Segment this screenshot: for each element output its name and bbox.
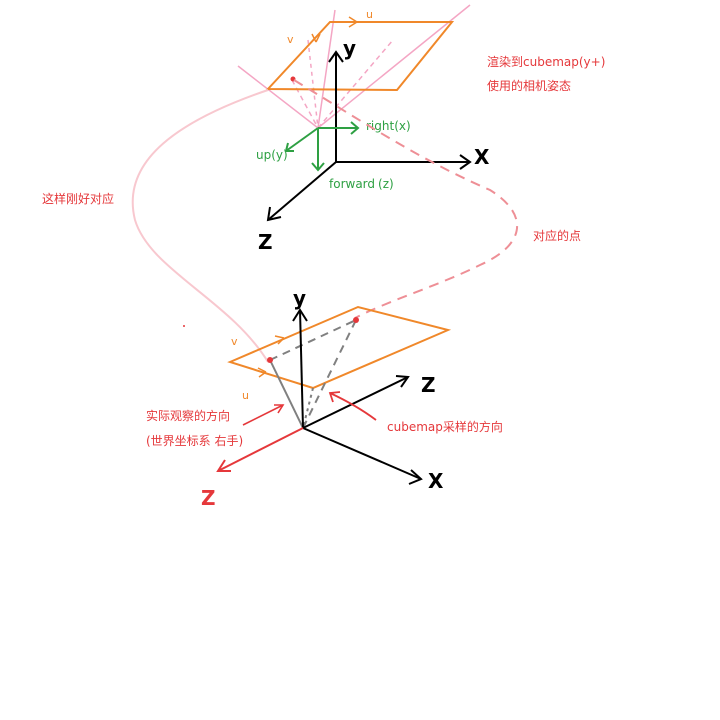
- bottom-dashed-gray-lines: [269, 319, 357, 429]
- bottom-z-axis-red: [217, 427, 304, 472]
- right-axis-label: right(x): [366, 119, 411, 133]
- observed-direction-line: [269, 359, 304, 429]
- bottom-axis-z-front-label: Z: [201, 486, 216, 510]
- stray-dot: [183, 325, 185, 327]
- top-pink-projection-lines: [237, 4, 471, 129]
- bottom-axis-z-back-label: Z: [421, 373, 436, 397]
- cubemap-title-line1: 渲染到cubemap(y+): [487, 54, 605, 69]
- bottom-world-axes: [292, 308, 423, 485]
- top-axis-y-label: y: [343, 36, 356, 60]
- top-label-u: u: [366, 8, 373, 21]
- bottom-axis-y-label: y: [293, 286, 306, 310]
- bottom-right-point: [353, 317, 359, 323]
- bottom-label-u: u: [242, 389, 249, 402]
- right-correspondence-note: 对应的点: [533, 228, 581, 243]
- observe-direction-pointer: [242, 404, 285, 426]
- top-uv-plane: [265, 16, 455, 92]
- cubemap-title-line2: 使用的相机姿态: [487, 78, 571, 93]
- bottom-left-point: [267, 357, 273, 363]
- top-axis-x-label: X: [474, 145, 490, 169]
- bottom-label-v: v: [231, 335, 238, 348]
- top-label-v: v: [287, 33, 294, 46]
- top-camera-axes: [284, 121, 360, 172]
- left-correspondence-note: 这样刚好对应: [42, 191, 114, 206]
- top-world-axes: [266, 50, 472, 222]
- connector-curves: [131, 79, 518, 363]
- right-connector-curve: [293, 79, 518, 319]
- forward-axis-label: forward(z): [329, 177, 394, 191]
- sample-direction-pointer: [328, 391, 377, 421]
- bottom-uv-plane: [227, 305, 452, 390]
- world-coord-note: (世界坐标系 右手): [146, 433, 243, 448]
- bottom-axis-x-label: X: [428, 469, 444, 493]
- up-axis-label: up(y): [256, 148, 288, 162]
- observe-direction-label: 实际观察的方向: [146, 408, 230, 423]
- top-figure: u v y X Z right(x) up(y) forward(z) 渲染到c…: [237, 4, 605, 254]
- cubemap-sample-label: cubemap采样的方向: [387, 419, 503, 434]
- bottom-figure: v u y Z X Z: [146, 286, 503, 510]
- left-connector-curve: [131, 89, 269, 363]
- top-axis-z-label: Z: [258, 230, 273, 254]
